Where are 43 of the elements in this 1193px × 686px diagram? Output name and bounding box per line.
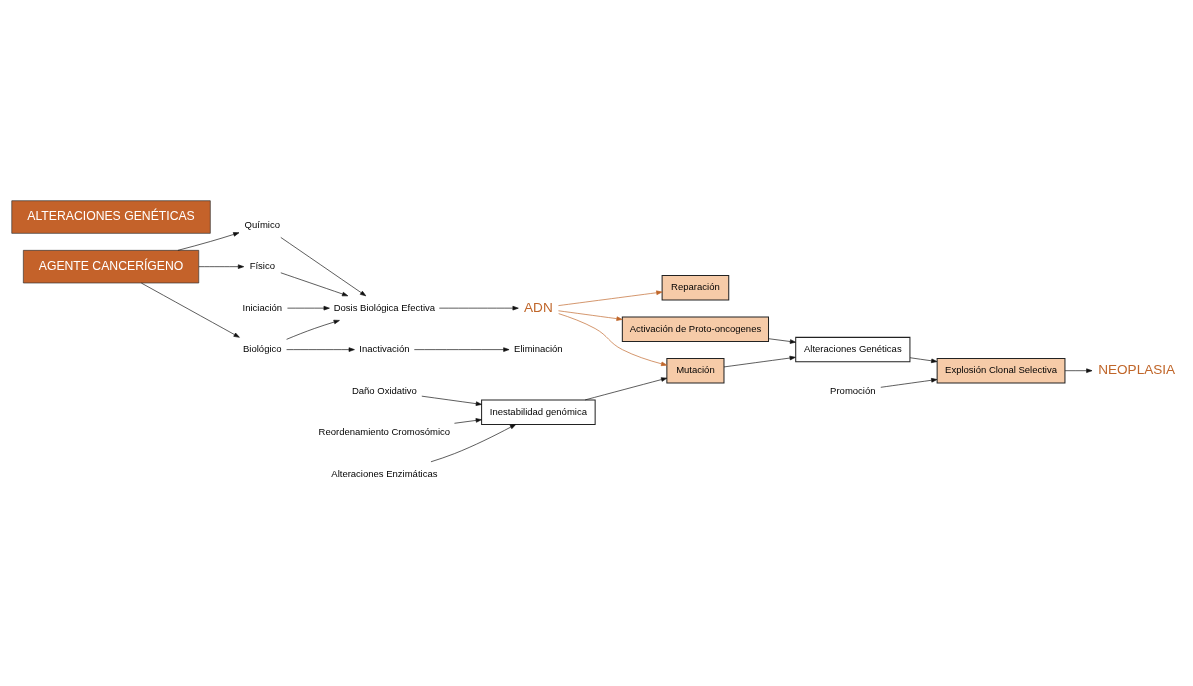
arrow — [413, 346, 510, 352]
node-text: Químico — [244, 218, 281, 230]
arrow — [198, 263, 245, 269]
arrow — [287, 305, 330, 310]
node-box: ALTERACIONES GENÉTICAS — [11, 199, 211, 234]
arrow — [723, 355, 796, 367]
arrow — [768, 337, 796, 344]
node-text: Promoción — [830, 384, 876, 396]
arrow — [558, 290, 663, 306]
arrow — [1064, 367, 1093, 373]
node-box: Activación de Proto-oncogenes — [621, 315, 770, 342]
arrow — [280, 236, 367, 296]
arrow — [584, 376, 668, 400]
arrow — [177, 231, 240, 251]
node-text: Iniciación — [242, 301, 283, 313]
arrow — [558, 312, 668, 366]
arrow — [286, 346, 355, 352]
node-box: AGENTE CANCERÍGENO — [23, 249, 200, 283]
node-box: Mutación — [666, 357, 725, 383]
arrow — [438, 305, 519, 310]
arrow — [421, 395, 482, 406]
node-text: ADN — [524, 299, 553, 315]
arrow — [286, 319, 340, 340]
arrow — [280, 271, 349, 296]
arrow — [880, 377, 938, 388]
node-box: Inestabilidad genómica — [481, 398, 596, 425]
arrow — [430, 423, 517, 462]
arrow — [454, 417, 482, 424]
node-box: Alteraciones Genéticas — [795, 336, 911, 362]
node-text: Reordenamiento Cromosómico — [318, 425, 451, 437]
node-text: Alteraciones Enzimáticas — [331, 467, 438, 479]
node-text: Dosis Biológica Efectiva — [333, 301, 436, 313]
node-box: Explosión Clonal Selectiva — [936, 357, 1066, 383]
node-box: Reparación — [661, 274, 730, 300]
arrow — [141, 282, 240, 338]
arrow — [909, 356, 938, 363]
node-text: Daño Oxidativo — [351, 384, 417, 396]
node-text: Eliminación — [514, 342, 563, 354]
arrow — [558, 309, 623, 321]
node-text: Biológico — [243, 342, 282, 354]
node-text: NEOPLASIA — [1098, 361, 1176, 377]
node-text: Físico — [249, 259, 275, 271]
node-text: Inactivación — [359, 342, 410, 354]
